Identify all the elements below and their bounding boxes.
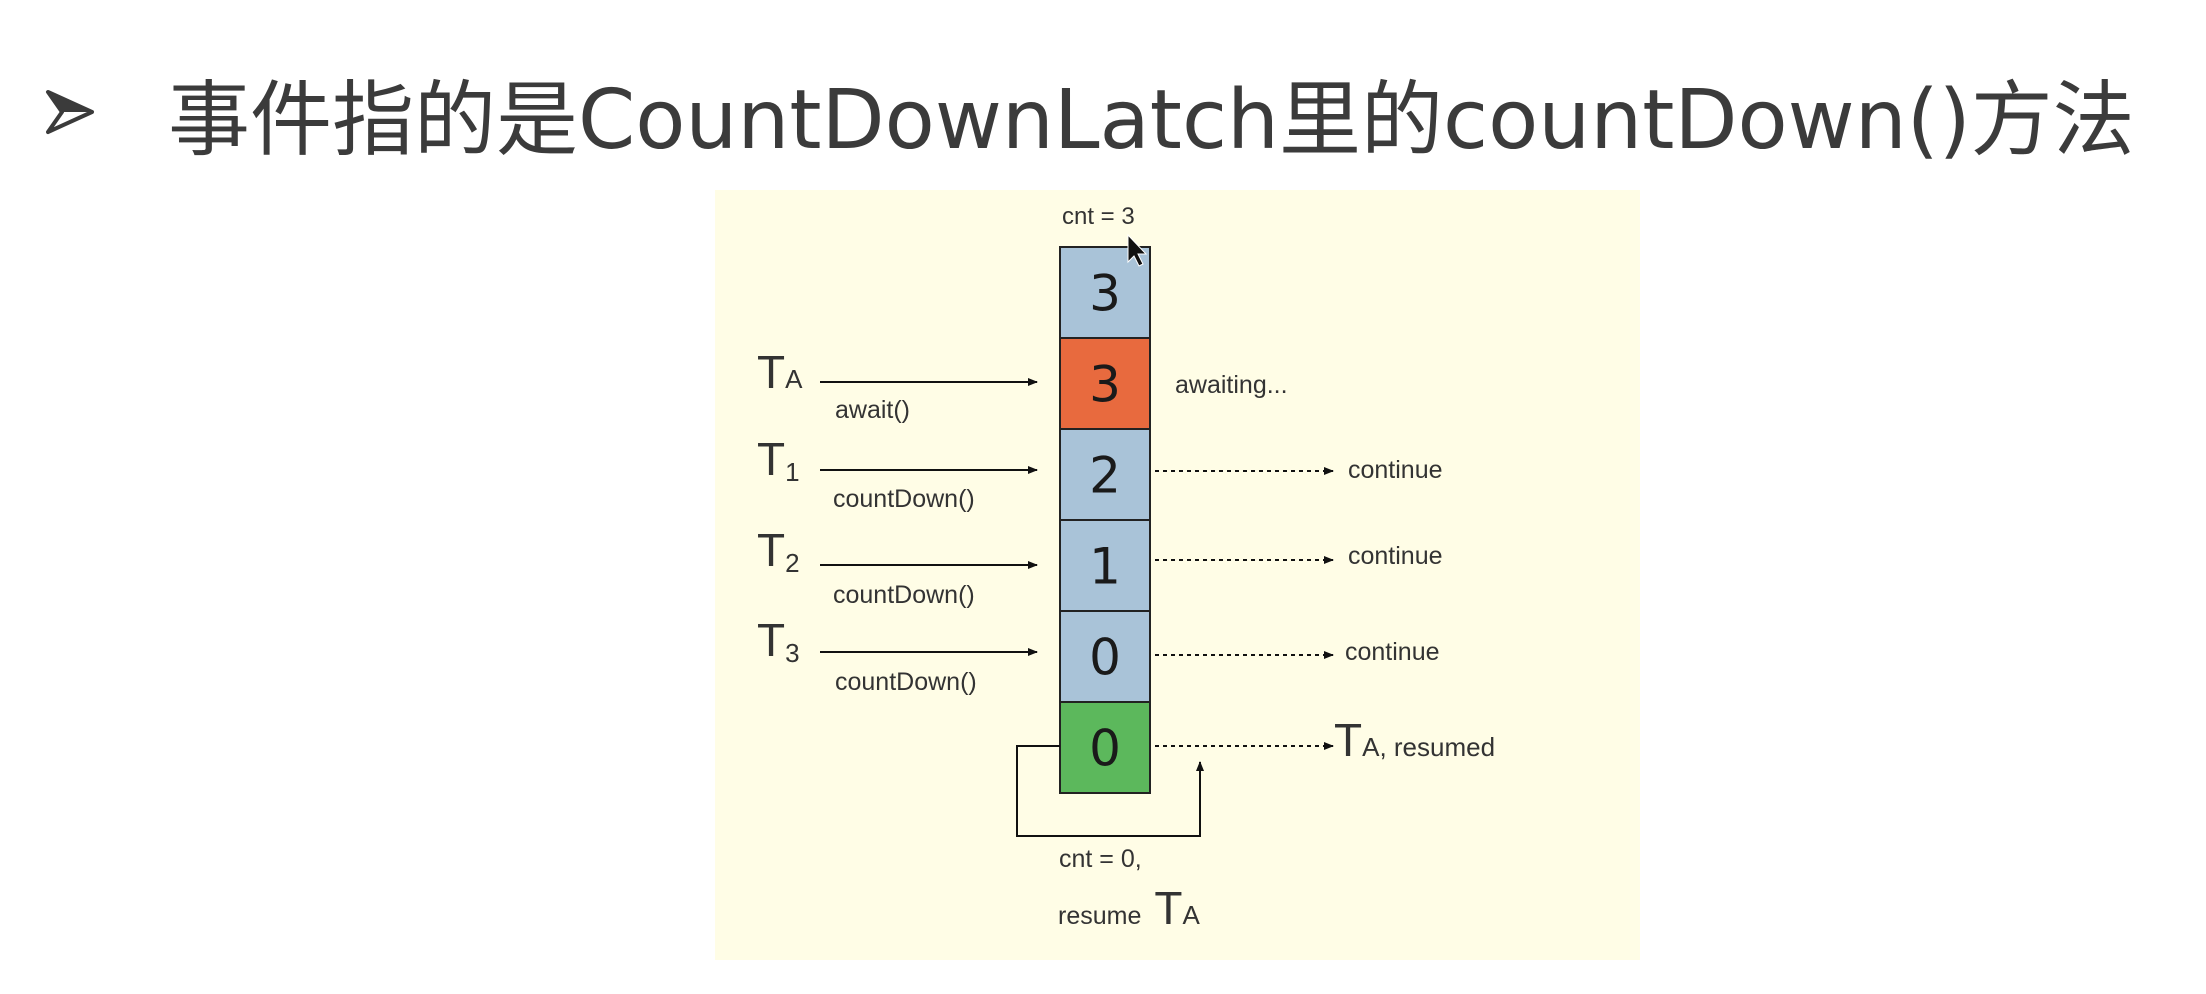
thread-3-call: countDown()	[835, 668, 977, 696]
resumed-main: T	[1334, 714, 1362, 766]
latch-cell-value: 0	[1089, 629, 1121, 687]
latch-cell	[1059, 337, 1151, 430]
latch-cell-value: 2	[1089, 447, 1121, 505]
bottom-resume-word: resume	[1058, 902, 1141, 930]
thread-1-call: countDown()	[833, 485, 975, 513]
latch-cell	[1059, 428, 1151, 521]
thread-3-label: T3	[757, 614, 800, 668]
latch-cell-value: 0	[1089, 720, 1121, 778]
bottom-resume-sub: A	[1182, 900, 1200, 930]
continue-3-label: continue	[1345, 638, 1440, 666]
latch-cell	[1059, 610, 1151, 703]
resumed-label: TA, resumed	[1334, 714, 1495, 766]
thread-2-label: T2	[757, 524, 800, 578]
thread-3-main: T	[757, 614, 785, 666]
resumed-sub: A, resumed	[1362, 732, 1495, 762]
thread-2-sub: 2	[785, 548, 799, 578]
thread-2-call: countDown()	[833, 581, 975, 609]
bottom-count-label: cnt = 0,	[1059, 845, 1142, 873]
thread-3-sub: 3	[785, 638, 799, 668]
thread-1-main: T	[757, 433, 785, 485]
mouse-cursor-icon	[1127, 233, 1148, 267]
thread-1-label: T1	[757, 433, 800, 487]
latch-cells: 3 3 2 1 0 0	[1059, 246, 1151, 794]
latch-cell	[1059, 246, 1151, 339]
thread-1-sub: 1	[785, 457, 799, 487]
thread-a-sub: A	[785, 364, 803, 394]
latch-cell	[1059, 519, 1151, 612]
feedback-loop-line	[1016, 745, 1204, 837]
thread-a-main: T	[757, 346, 785, 398]
latch-cell-value: 3	[1089, 356, 1121, 414]
thread-2-main: T	[757, 524, 785, 576]
latch-cell-value: 1	[1089, 538, 1121, 596]
bottom-resume-main: T	[1154, 882, 1182, 934]
bullet-arrow-icon	[46, 90, 94, 134]
heading-text: 事件指的是CountDownLatch里的countDown()方法	[168, 72, 2135, 168]
latch-cell	[1059, 701, 1151, 794]
awaiting-label: awaiting...	[1175, 371, 1288, 399]
thread-a-label: TA	[757, 346, 803, 398]
slide-heading: 事件指的是CountDownLatch里的countDown()方法	[40, 52, 2135, 172]
continue-2-label: continue	[1348, 542, 1443, 570]
thread-a-call: await()	[835, 396, 910, 424]
top-count-label: cnt = 3	[1062, 203, 1135, 230]
bottom-resume-label: resume TA	[1058, 882, 1200, 934]
latch-cell-value: 3	[1089, 265, 1121, 323]
continue-1-label: continue	[1348, 456, 1443, 484]
